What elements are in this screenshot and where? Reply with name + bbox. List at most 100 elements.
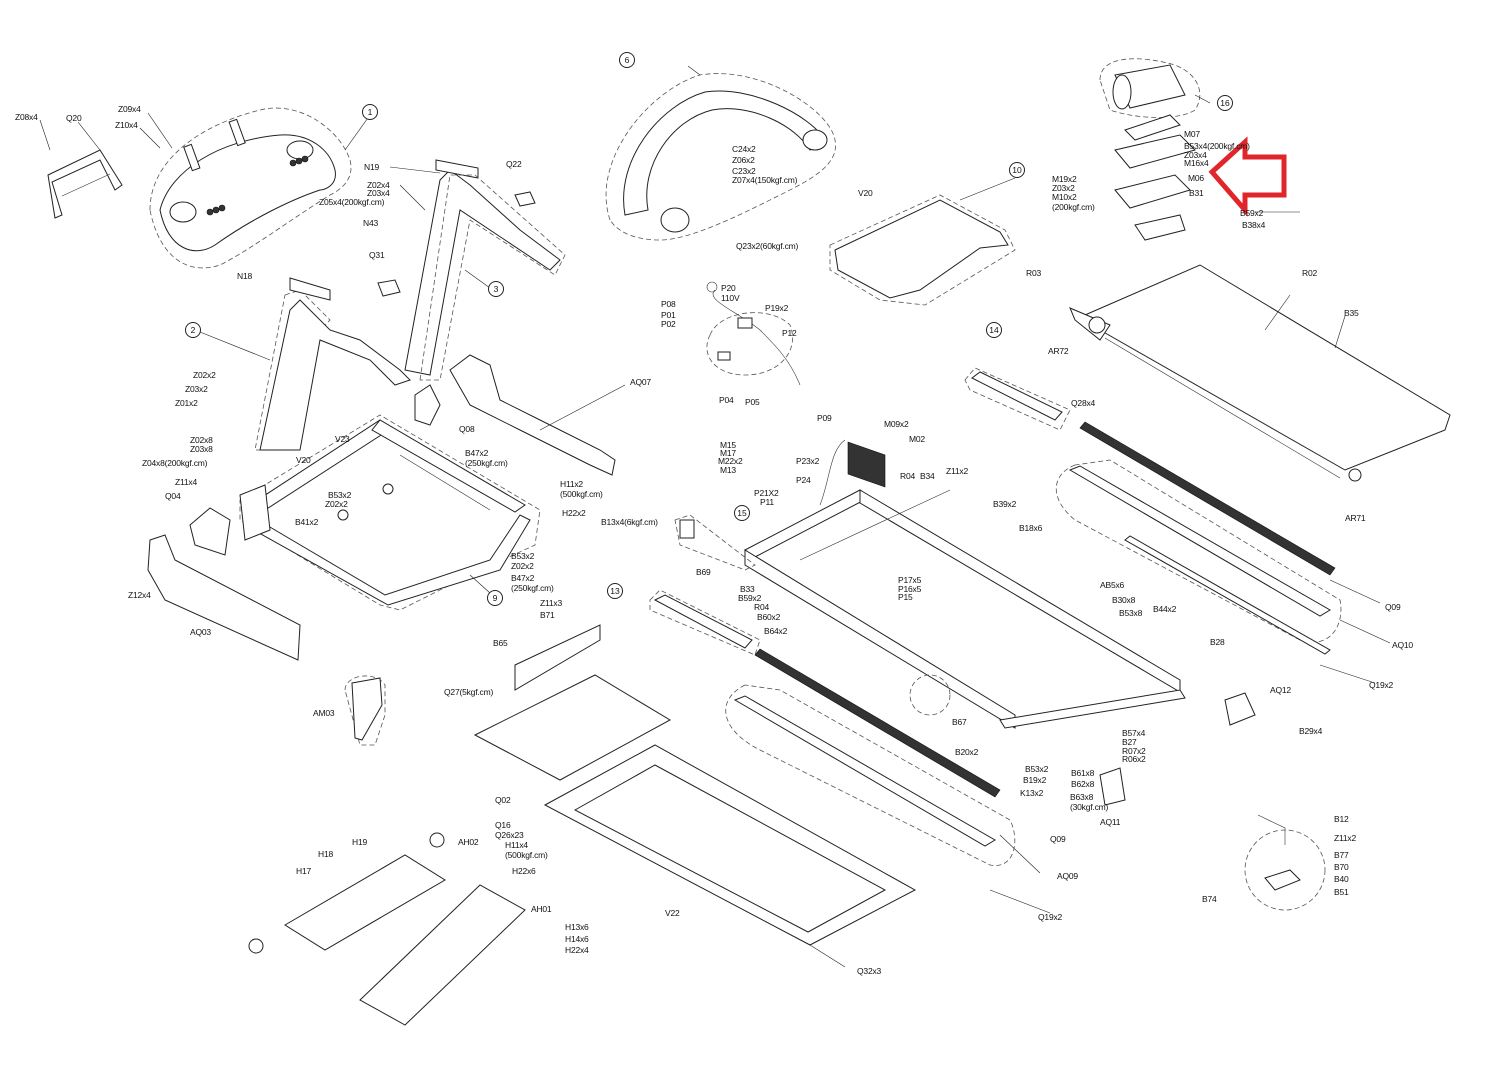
part-label: B20x2 (955, 747, 979, 757)
part-label: R04 (900, 471, 915, 481)
part-label: B31 (1189, 188, 1204, 198)
leader-lines (39, 65, 1391, 968)
part-aq03 (147, 534, 301, 661)
part-label: Z05x4(200kgf.cm) (319, 197, 385, 207)
part-label: B59x2 (1240, 208, 1264, 218)
part-label: B64x2 (764, 626, 788, 636)
part-label: N18 (237, 271, 252, 281)
part-label: Z04x8(200kgf.cm) (142, 458, 208, 468)
part-label: Q28x4 (1071, 398, 1096, 408)
part-label: R04 (754, 602, 769, 612)
part-label: B35 (1344, 308, 1359, 318)
part-label: B70 (1334, 862, 1349, 872)
part-label: P05 (745, 397, 760, 407)
part-label: Z03x8 (190, 444, 213, 454)
part-label: P20 110V (721, 283, 740, 303)
part-label: V22 (665, 908, 680, 918)
part-label: P02 (661, 319, 676, 329)
part-label: B57x4 (1122, 728, 1146, 738)
part-label: Q19x2 (1038, 912, 1063, 922)
part-aq07 (449, 354, 616, 476)
part-label: N19 (364, 162, 379, 172)
part-label: P11 (760, 497, 774, 507)
part-label: R07x2 (1122, 746, 1146, 756)
part-label: B33 (740, 584, 755, 594)
part-label: Z02x8 (190, 435, 213, 445)
part-label: B67 (952, 717, 967, 727)
part-label: Z06x2 (732, 155, 755, 165)
part-label: P01 (661, 310, 676, 320)
part-label: AQ03 (190, 627, 211, 637)
part-label: B61x8 (1071, 768, 1095, 778)
part-label: Z11x4 (175, 477, 197, 487)
part-label: M06 (1188, 173, 1204, 183)
part-label: B74 (1202, 894, 1217, 904)
part-label: B77 (1334, 850, 1349, 860)
part-label: H11x2 (500kgf.cm) (560, 479, 603, 499)
part-label: P24 (796, 475, 811, 485)
part-b67-detail (909, 674, 951, 716)
part-handrail-6 (605, 73, 836, 241)
part-label: H14x6 (565, 934, 589, 944)
assembly-number-1: 1 (362, 104, 378, 120)
part-label: N43 (363, 218, 378, 228)
part-label: P19x2 (765, 303, 789, 313)
part-label: H22x4 (565, 945, 589, 955)
part-label: P23x2 (796, 456, 820, 466)
part-label: C24x2 (732, 144, 756, 154)
part-label: V20 (296, 455, 311, 465)
part-label: B44x2 (1153, 604, 1177, 614)
part-label: H17 (296, 866, 311, 876)
assembly-number-13: 13 (607, 583, 623, 599)
part-label: B53x2 (511, 551, 535, 561)
part-controller-heatsink (819, 439, 886, 506)
part-label: Z11x2 (1334, 833, 1356, 843)
part-label: Z08x4 (15, 112, 38, 122)
part-label: B59x2 (738, 593, 762, 603)
part-label: H11x4 (500kgf.cm) (505, 840, 548, 860)
part-label: AQ09 (1057, 871, 1078, 881)
part-label: Q23x2(60kgf.cm) (736, 241, 799, 251)
assembly-number-3: 3 (488, 281, 504, 297)
part-label: Q19x2 (1369, 680, 1394, 690)
part-label: Q09 (1050, 834, 1066, 844)
part-main-frame (744, 489, 1186, 729)
part-label: B30x8 (1112, 595, 1136, 605)
part-label: P21X2 (754, 488, 779, 498)
part-bracket-13 (649, 589, 761, 656)
part-q31 (377, 279, 401, 297)
part-label: AQ11 (1100, 817, 1121, 827)
part-label: AQ07 (630, 377, 651, 387)
part-upright-2 (254, 277, 411, 451)
part-q22 (514, 191, 536, 207)
part-label: AQ12 (1270, 685, 1291, 695)
part-side-rail-left (725, 648, 1016, 866)
part-label: P16x5 (898, 584, 922, 594)
part-upright-3 (404, 159, 566, 381)
part-label: B39x2 (993, 499, 1017, 509)
part-label: H22x6 (512, 866, 536, 876)
part-label: B63x8 (30kgf.cm) (1070, 792, 1109, 812)
part-label: P17x5 (898, 575, 922, 585)
part-label: P08 (661, 299, 676, 309)
part-label: B62x8 (1071, 779, 1095, 789)
assembly-number-6: 6 (619, 52, 635, 68)
part-safety-key-assembly (1244, 814, 1326, 911)
assembly-number-14: 14 (986, 322, 1002, 338)
part-label: B19x2 (1023, 775, 1047, 785)
part-label: B13x4(6kgf.cm) (601, 517, 658, 527)
part-label: M09x2 (884, 419, 909, 429)
part-label: Q26x23 (495, 830, 524, 840)
assembly-number-16: 16 (1217, 95, 1233, 111)
part-label: Q20 (66, 113, 82, 123)
part-bracket-14 (964, 367, 1071, 431)
part-label: Q31 (369, 250, 385, 260)
part-label: M22x2 (718, 456, 743, 466)
part-label: R06x2 (1122, 754, 1146, 764)
part-label: Z02x2 (511, 561, 534, 571)
part-label: AQ10 (1392, 640, 1413, 650)
part-label: V20 (858, 188, 873, 198)
part-label: Z11x3 (540, 598, 562, 608)
